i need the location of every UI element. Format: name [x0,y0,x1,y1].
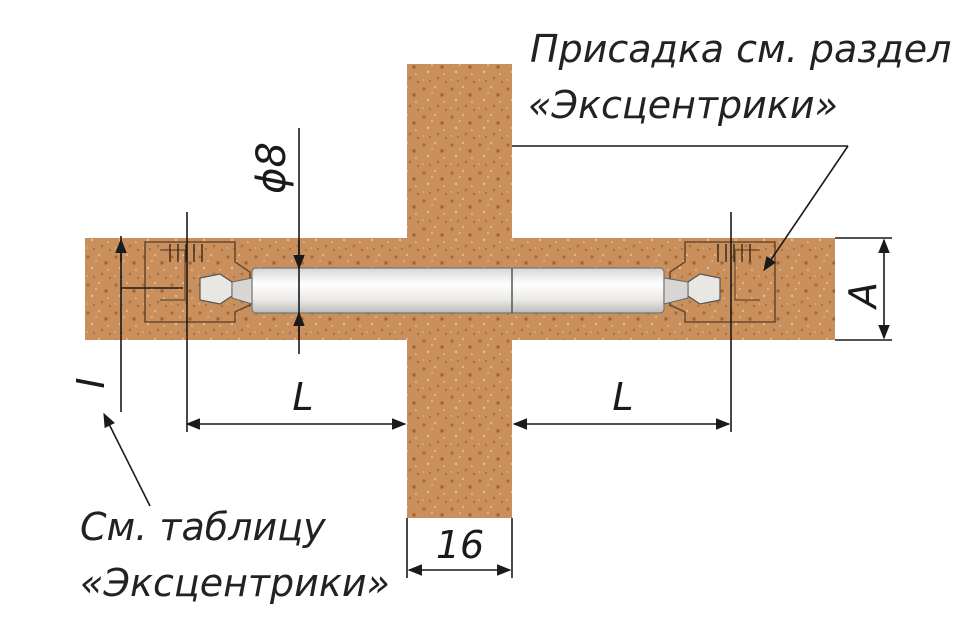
diameter-label: ϕ8 [249,142,295,194]
top-note-line1: Присадка см. раздел [530,27,951,71]
bottom-note-line2: «Эксцентрики» [80,561,390,605]
top-note-leader [512,145,849,272]
connecting-rod [231,267,689,314]
thickness-label: 16 [436,523,484,567]
thickness-dimension [406,518,513,578]
height-dimension [835,237,892,341]
cam-housing-right [669,241,776,323]
bottom-note-leader [103,412,151,507]
top-note-line2: «Эксцентрики» [528,83,838,127]
bottom-note-line1: См. таблицу [80,505,326,549]
offset-dimension [115,236,183,412]
cam-housing-left [144,241,251,323]
length-dimension-right [512,212,732,432]
offset-label: I [69,377,113,388]
length-dimension-left [185,212,407,432]
length-label-right: L [612,375,633,419]
height-label: A [841,282,885,311]
length-label-left: L [292,375,313,419]
